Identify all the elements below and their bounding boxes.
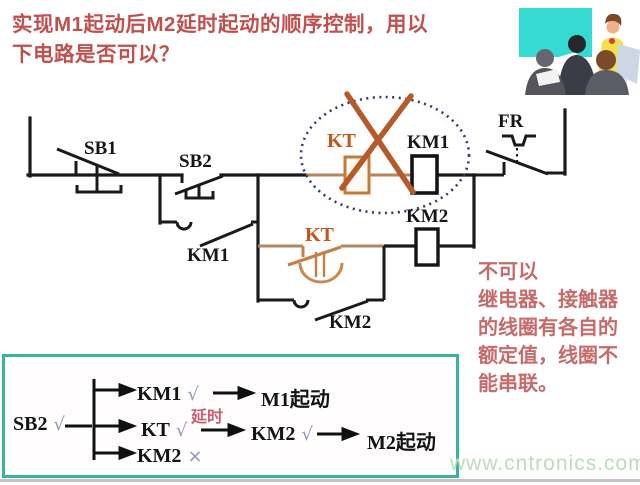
slide-title: 实现M1起动后M2延时起动的顺序控制，用以 下电路是否可以？ [12, 10, 492, 70]
title-line-1: 实现M1起动后M2延时起动的顺序控制，用以 [12, 13, 428, 36]
km1-aux-label: KM1 [187, 245, 229, 266]
flow-row1-result: M1起动 [261, 389, 330, 411]
sb2-label: SB2 [179, 151, 212, 172]
flow-row1-step: KM1√ [137, 383, 199, 405]
flow-row2-next: KM2√ [251, 423, 313, 445]
flow-start: SB2√ [13, 413, 65, 436]
sequence-flow-box: SB2√ KM1√ M1起动 延时 KT√ KM2√ M2起动 KM2× [2, 354, 459, 478]
kt-delay-cup [298, 262, 344, 284]
km1-aux-contact [160, 220, 258, 248]
km2-aux-blade [314, 299, 369, 322]
fr-label: FR [498, 111, 524, 132]
km1-coil-label: KM1 [407, 132, 449, 153]
bottom-edge-strip [0, 479, 640, 482]
conclusion-note: 不可以 继电器、接触器的线圈有各自的额定值，线圈不能串联。 [478, 258, 628, 398]
km2-aux-contact [258, 246, 386, 322]
fr-heater-symbol [502, 134, 536, 147]
flow-start-mark: √ [53, 414, 65, 435]
sb2-no-pushbutton [174, 174, 224, 200]
title-line-2: 下电路是否可以？ [12, 43, 180, 66]
flow-delay-label: 延时 [191, 409, 224, 426]
flow-start-label: SB2 [13, 413, 48, 435]
sb1-label: SB1 [84, 138, 117, 159]
watermark: www.cntronics.com [450, 452, 640, 475]
km2-coil-label: KM2 [406, 206, 448, 227]
flow-connectors [65, 379, 361, 461]
sb1-nc-pushbutton [56, 147, 123, 194]
note-reason: 继电器、接触器的线圈有各自的额定值，线圈不能串联。 [478, 289, 618, 395]
error-highlight-ellipse [299, 95, 471, 215]
flow-row3-step: KM2× [137, 445, 203, 467]
kt-contact-label: KT [305, 224, 335, 246]
circuit-wires [26, 108, 567, 303]
note-verdict: 不可以 [478, 261, 538, 283]
km2-coil [414, 227, 440, 267]
kt-delay-contact [258, 244, 384, 284]
flow-row2-step: KT√ [141, 419, 188, 441]
fr-overload-contact [474, 134, 565, 177]
kt-coil-label: KT [327, 130, 357, 152]
flow-row2-result: M2起动 [367, 432, 436, 454]
km1-coil [410, 154, 439, 195]
km2-aux-label: KM2 [329, 312, 371, 333]
students-silhouettes [525, 35, 629, 95]
kt-delay-blade [287, 245, 342, 267]
cross-out-x-icon [339, 91, 416, 195]
sb1-blade [56, 147, 120, 176]
classroom-clipart [519, 8, 640, 95]
km1-aux-blade [199, 222, 254, 248]
